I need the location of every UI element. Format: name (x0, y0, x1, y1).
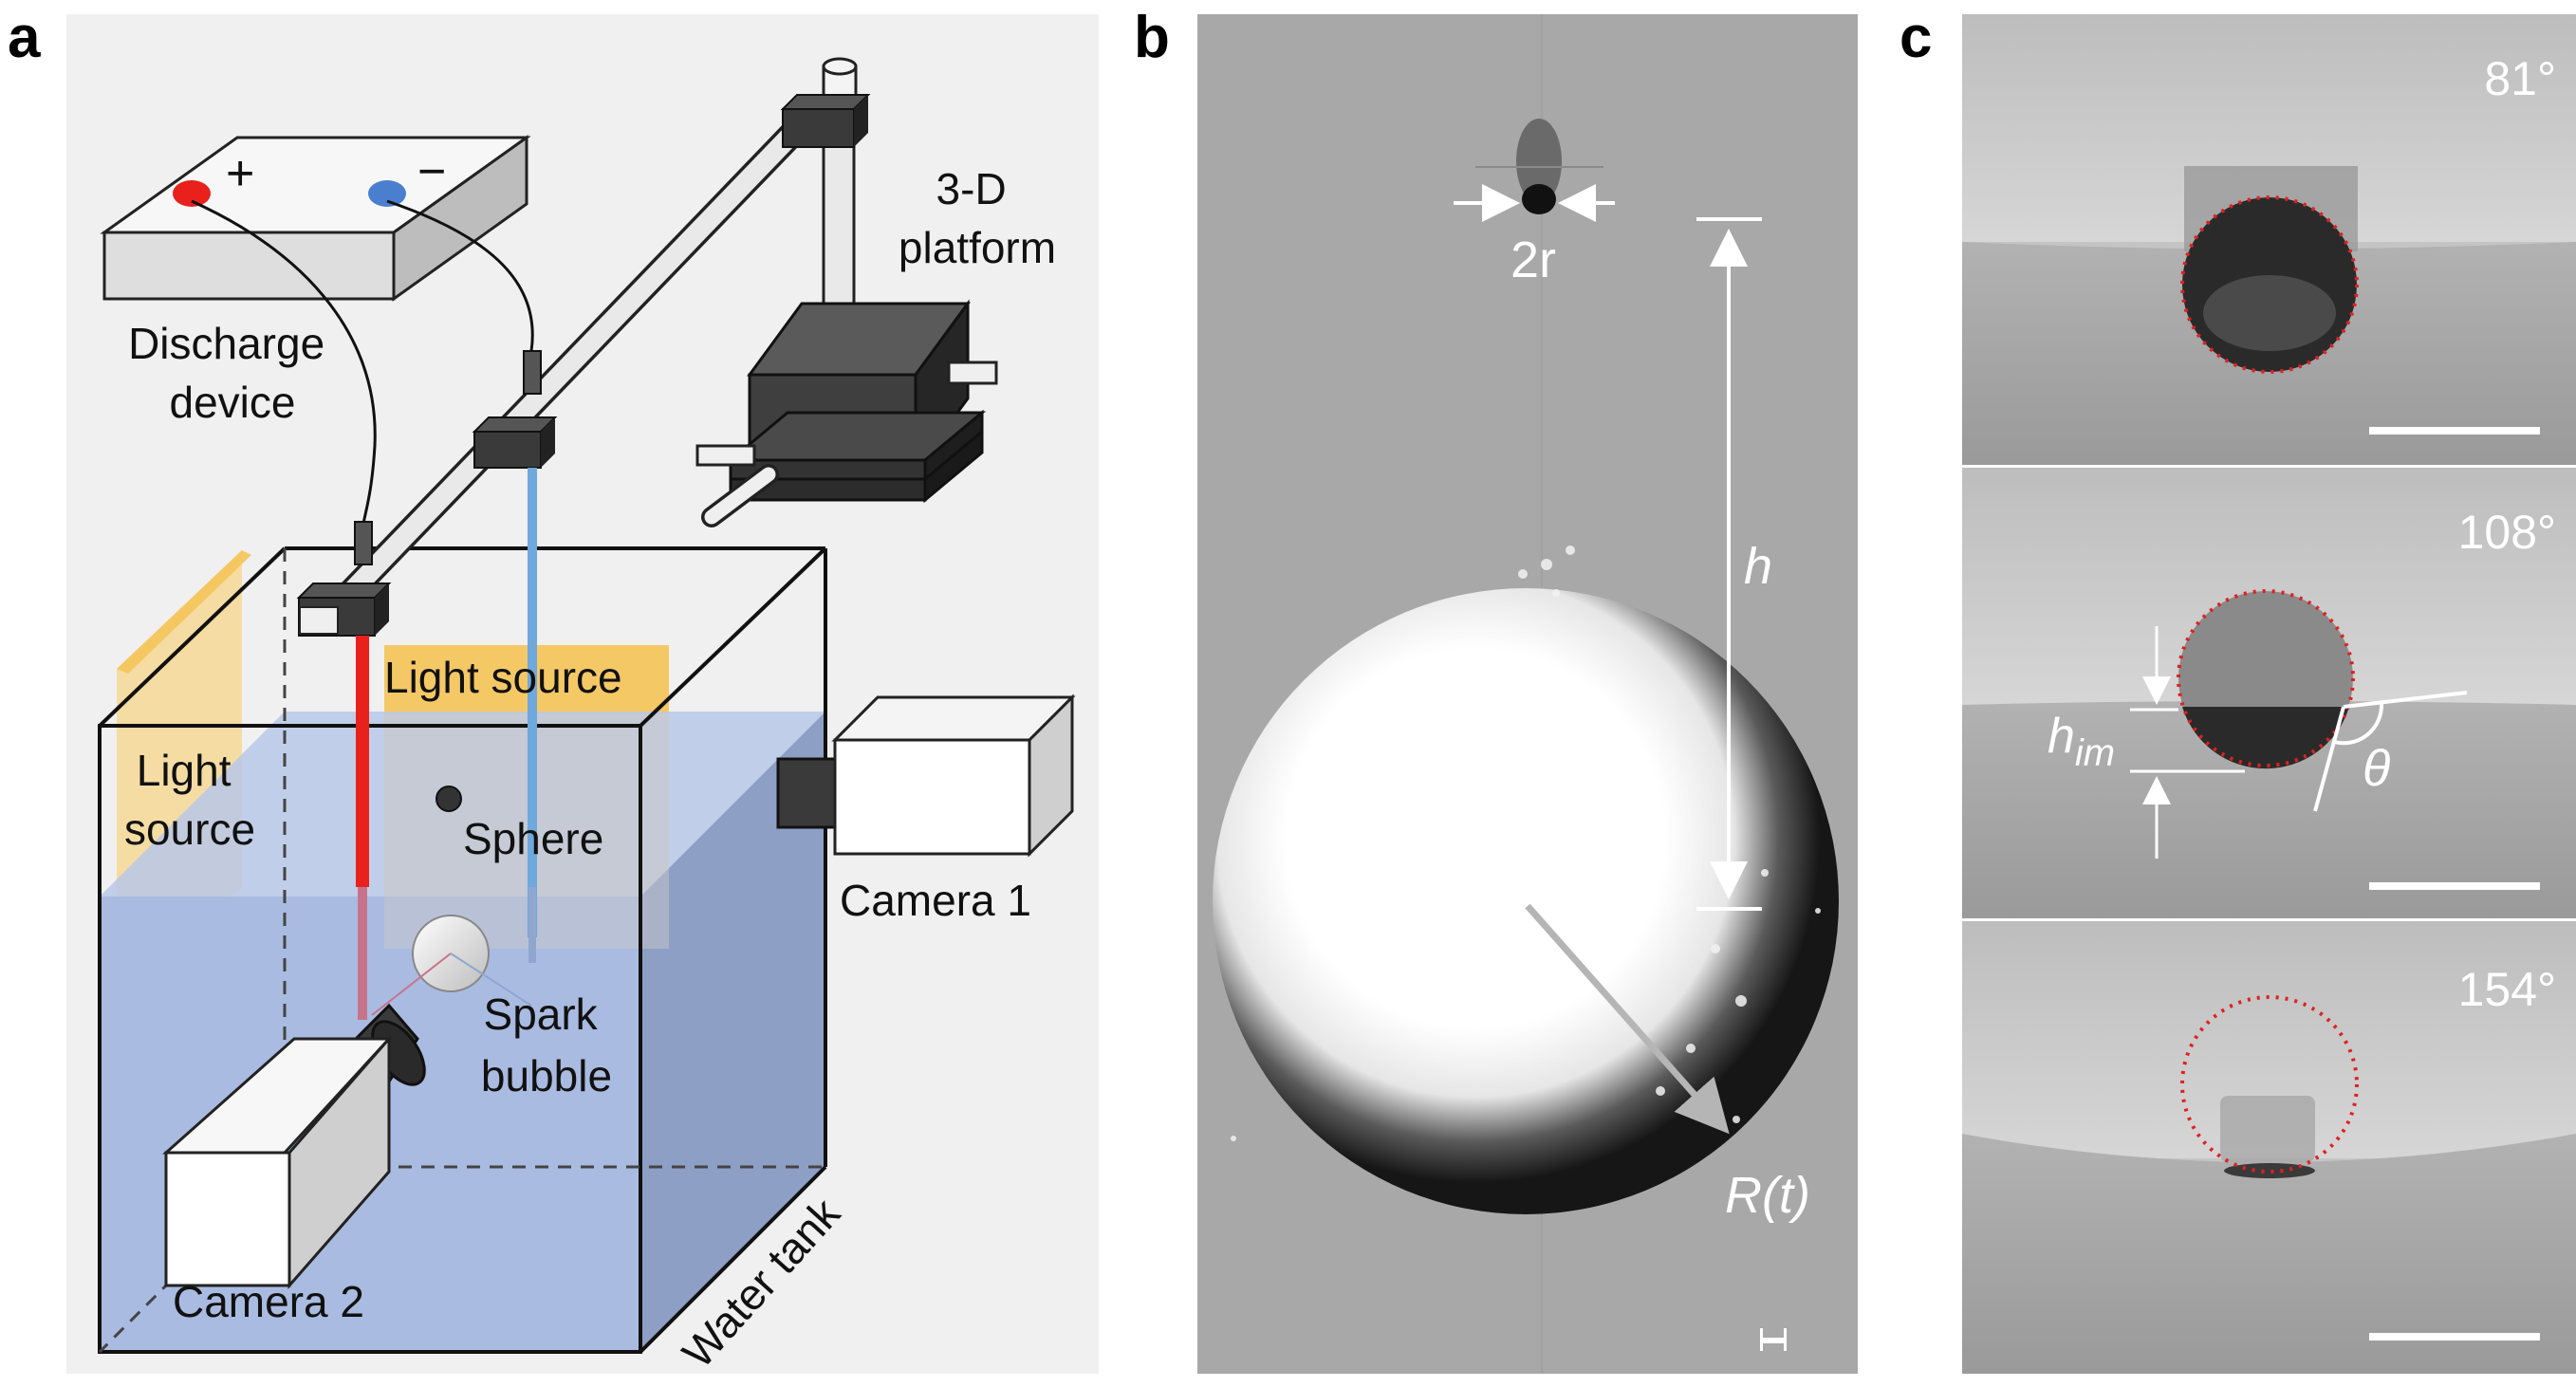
panel-letter-c: c (1900, 5, 1932, 70)
radius-label: R(t) (1725, 1167, 1810, 1224)
sphere-154 (2224, 1163, 2315, 1178)
panel-letter-a: a (8, 5, 41, 70)
panel-b: b 2r h R(t) (1134, 5, 1858, 1374)
negative-terminal (368, 180, 406, 207)
camera-2 (162, 1003, 426, 1289)
theta-label: θ (2363, 740, 2390, 797)
fit-circle-154 (2180, 995, 2359, 1174)
negative-wire (386, 199, 534, 352)
sphere-image (1516, 119, 1562, 204)
post-clamp (780, 94, 871, 110)
camera-1-label: Camera 1 (840, 876, 1031, 925)
scale-bar-c1 (2369, 427, 2540, 435)
panel-c: c 81° him (1900, 5, 2576, 1374)
spark-bubble-image (1213, 588, 1839, 1214)
h-label: h (1744, 538, 1772, 595)
scale-bar-c2 (2369, 882, 2540, 890)
water-top-surface (100, 712, 825, 897)
positive-electrode-top (354, 521, 373, 565)
plus-sign: + (226, 146, 254, 201)
camera-2-label: Camera 2 (173, 1277, 364, 1326)
scale-bar-c3 (2369, 1333, 2540, 1341)
positive-wire (191, 199, 377, 525)
theta-line-surface (2343, 691, 2468, 709)
fit-circle-108 (2177, 589, 2355, 767)
platform-label: 3-D platform (899, 164, 1056, 272)
contact-angle-154: 154° (1962, 921, 2576, 1374)
sphere-label: Sphere (463, 814, 603, 863)
camera-1 (776, 694, 1076, 858)
light-source-left-label: Light source (124, 746, 255, 854)
bubble-speckles (1231, 546, 1821, 1141)
angle-label-154: 154° (2458, 963, 2556, 1016)
three-d-platform (695, 299, 998, 527)
positive-electrode (356, 636, 369, 887)
spark-label: Spark bubble (481, 989, 612, 1100)
angle-label-81: 81° (2484, 52, 2556, 105)
angle-label-108: 108° (2458, 506, 2556, 559)
positive-terminal (173, 180, 211, 207)
fit-circle-81 (2180, 195, 2359, 374)
contact-angle-81: 81° (1962, 14, 2576, 465)
water-right-side (640, 712, 825, 1352)
radius-arrow (1525, 903, 1730, 1135)
negative-electrode (528, 468, 537, 937)
light-source-back-label: Light source (384, 653, 622, 702)
panel-letter-b: b (1134, 5, 1170, 70)
sphere (436, 786, 462, 812)
negative-electrode-top (523, 350, 542, 395)
him-label: him (2048, 709, 2115, 774)
support-rod (314, 96, 829, 630)
rod-clamp-lower (296, 583, 392, 599)
panel-a: a (8, 5, 1099, 1378)
minus-sign: − (417, 144, 446, 199)
scale-bar-b (1760, 1338, 1787, 1343)
contact-angle-108: him θ 108° (1962, 468, 2576, 918)
theta-line-tangent (2313, 706, 2345, 812)
two-r-label: 2r (1510, 231, 1556, 288)
discharge-label: Discharge device (128, 319, 337, 427)
